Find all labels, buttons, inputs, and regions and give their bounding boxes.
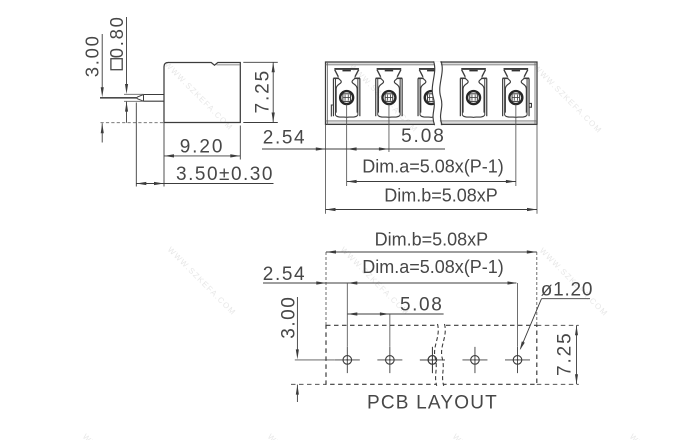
svg-text:3.00: 3.00: [278, 296, 299, 339]
svg-text:7.25: 7.25: [554, 331, 575, 376]
svg-text:Dim.b=5.08xP: Dim.b=5.08xP: [375, 229, 489, 249]
svg-text:3.50±0.30: 3.50±0.30: [176, 164, 274, 185]
svg-text:7.25: 7.25: [252, 69, 273, 114]
svg-text:Dim.a=5.08x(P-1): Dim.a=5.08x(P-1): [362, 156, 504, 176]
svg-text:2.54: 2.54: [263, 264, 306, 285]
svg-text:9.20: 9.20: [180, 136, 225, 157]
svg-text:5.08: 5.08: [401, 126, 446, 147]
svg-text:ø1.20: ø1.20: [541, 280, 594, 301]
svg-text:0.80: 0.80: [106, 15, 127, 58]
svg-text:Dim.a=5.08x(P-1): Dim.a=5.08x(P-1): [362, 257, 504, 277]
svg-text:3.00: 3.00: [81, 34, 102, 77]
svg-text:2.54: 2.54: [263, 128, 306, 149]
svg-text:Dim.b=5.08xP: Dim.b=5.08xP: [384, 186, 498, 206]
svg-text:PCB LAYOUT: PCB LAYOUT: [367, 393, 498, 414]
svg-text:5.08: 5.08: [400, 294, 443, 315]
